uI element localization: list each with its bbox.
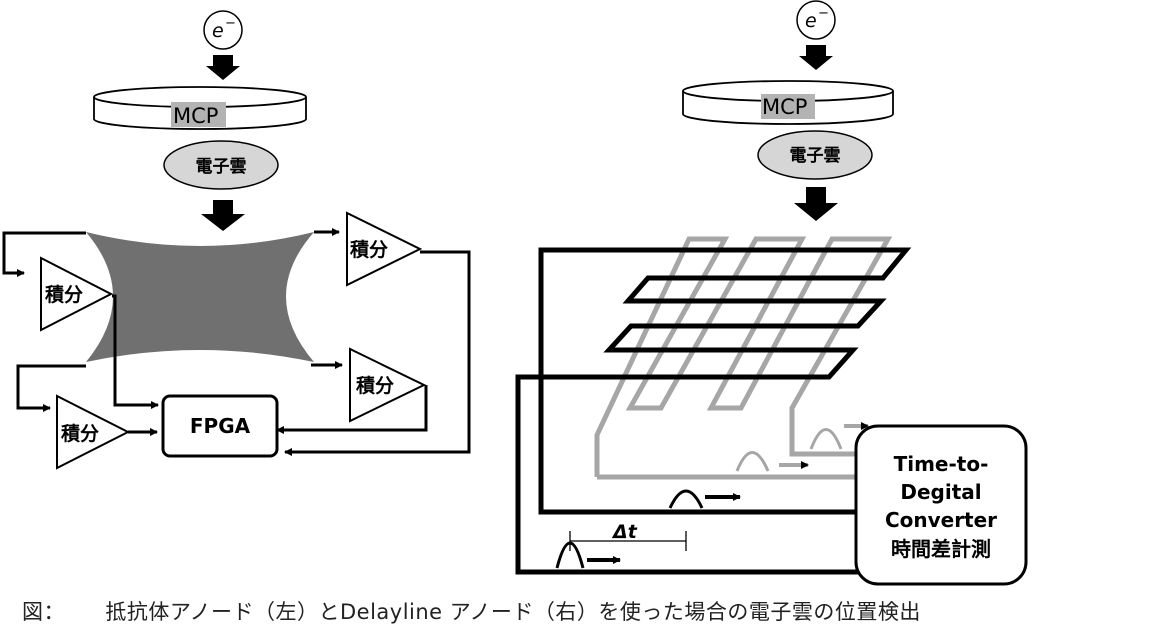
mcp-label: MCP xyxy=(173,104,218,128)
delta-t-dimension xyxy=(569,531,687,551)
resistive-anode-sheet xyxy=(86,232,314,362)
figure-caption: 図： 抵抗体アノード（左）とDelayline アノード（右）を使った場合の電子… xyxy=(22,596,1142,626)
electron-charge: − xyxy=(818,6,829,21)
delayline-anode-diagram: e − MCP 電子雲 xyxy=(515,0,1028,586)
integrator-label: 積分 xyxy=(61,422,99,445)
electron-cloud xyxy=(163,140,279,190)
tdc-box: Time-to- Degital Converter 時間差計測 xyxy=(854,424,1028,586)
cloud-arrow xyxy=(201,200,245,231)
integrator-label: 積分 xyxy=(356,374,394,397)
delta-t-label: Δt xyxy=(611,521,638,543)
integrator-left-upper: 積分 xyxy=(40,256,114,332)
electron-symbol: e xyxy=(212,20,224,42)
resistive-anode-diagram: e − MCP 電子雲 xyxy=(2,10,471,470)
gray-pulse xyxy=(735,451,770,472)
mcp-plate: MCP xyxy=(682,80,894,125)
integrator-left-lower: 積分 xyxy=(56,394,131,470)
gray-pulse xyxy=(809,428,843,450)
delayline-black xyxy=(515,247,912,575)
tdc-label-line-4: 時間差計測 xyxy=(891,537,991,561)
cloud-label: 電子雲 xyxy=(196,157,247,177)
integrator-right-upper: 積分 xyxy=(346,211,423,287)
tdc-label-line-3: Converter xyxy=(885,508,997,532)
signal-wires xyxy=(2,228,471,456)
caption-prefix: 図： xyxy=(22,600,65,624)
integrator-label: 積分 xyxy=(350,238,388,261)
mcp-label: MCP xyxy=(762,95,807,119)
tdc-label-line-1: Time-to- xyxy=(894,452,989,476)
tdc-label-line-2: Degital xyxy=(900,480,981,504)
fpga-box: FPGA xyxy=(161,394,279,458)
integrator-label: 積分 xyxy=(45,283,83,306)
mcp-plate: MCP xyxy=(93,86,307,130)
electron-cloud xyxy=(757,130,873,180)
electron-arrow xyxy=(799,45,833,70)
integrator-right-lower: 積分 xyxy=(349,347,427,423)
electron-circle xyxy=(796,0,836,40)
electron-circle xyxy=(203,10,243,50)
electron-symbol: e xyxy=(805,10,817,32)
caption-text: 抵抗体アノード（左）とDelayline アノード（右）を使った場合の電子雲の位… xyxy=(105,600,921,624)
black-pulse xyxy=(668,489,704,509)
electron-charge: − xyxy=(225,16,236,31)
fpga-label: FPGA xyxy=(190,414,251,438)
cloud-label: 電子雲 xyxy=(790,146,841,166)
cloud-arrow xyxy=(794,187,838,221)
electron-arrow xyxy=(206,55,240,80)
